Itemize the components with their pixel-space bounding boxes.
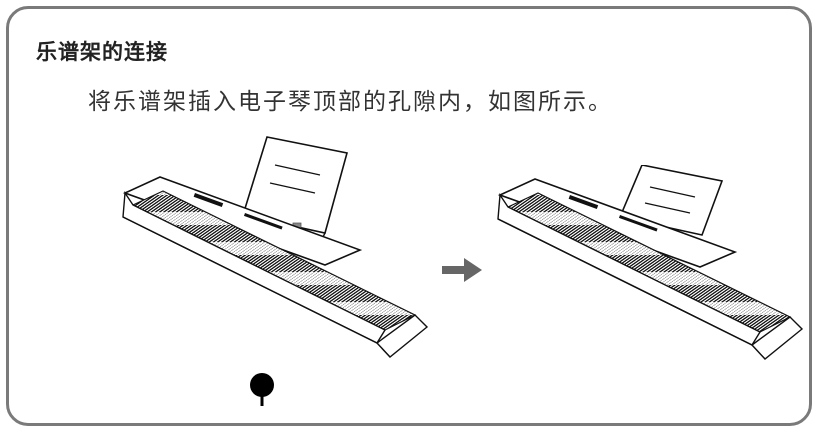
piano-with-music-stand-after-icon [497,165,804,360]
piano-with-music-stand-before-icon [122,136,429,358]
section-title: 乐谱架的连接 [36,40,168,64]
callout-pin-icon [250,373,274,406]
right-arrow-icon [442,258,482,282]
instruction-text: 将乐谱架插入电子琴顶部的孔隙内，如图所示。 [88,89,613,115]
